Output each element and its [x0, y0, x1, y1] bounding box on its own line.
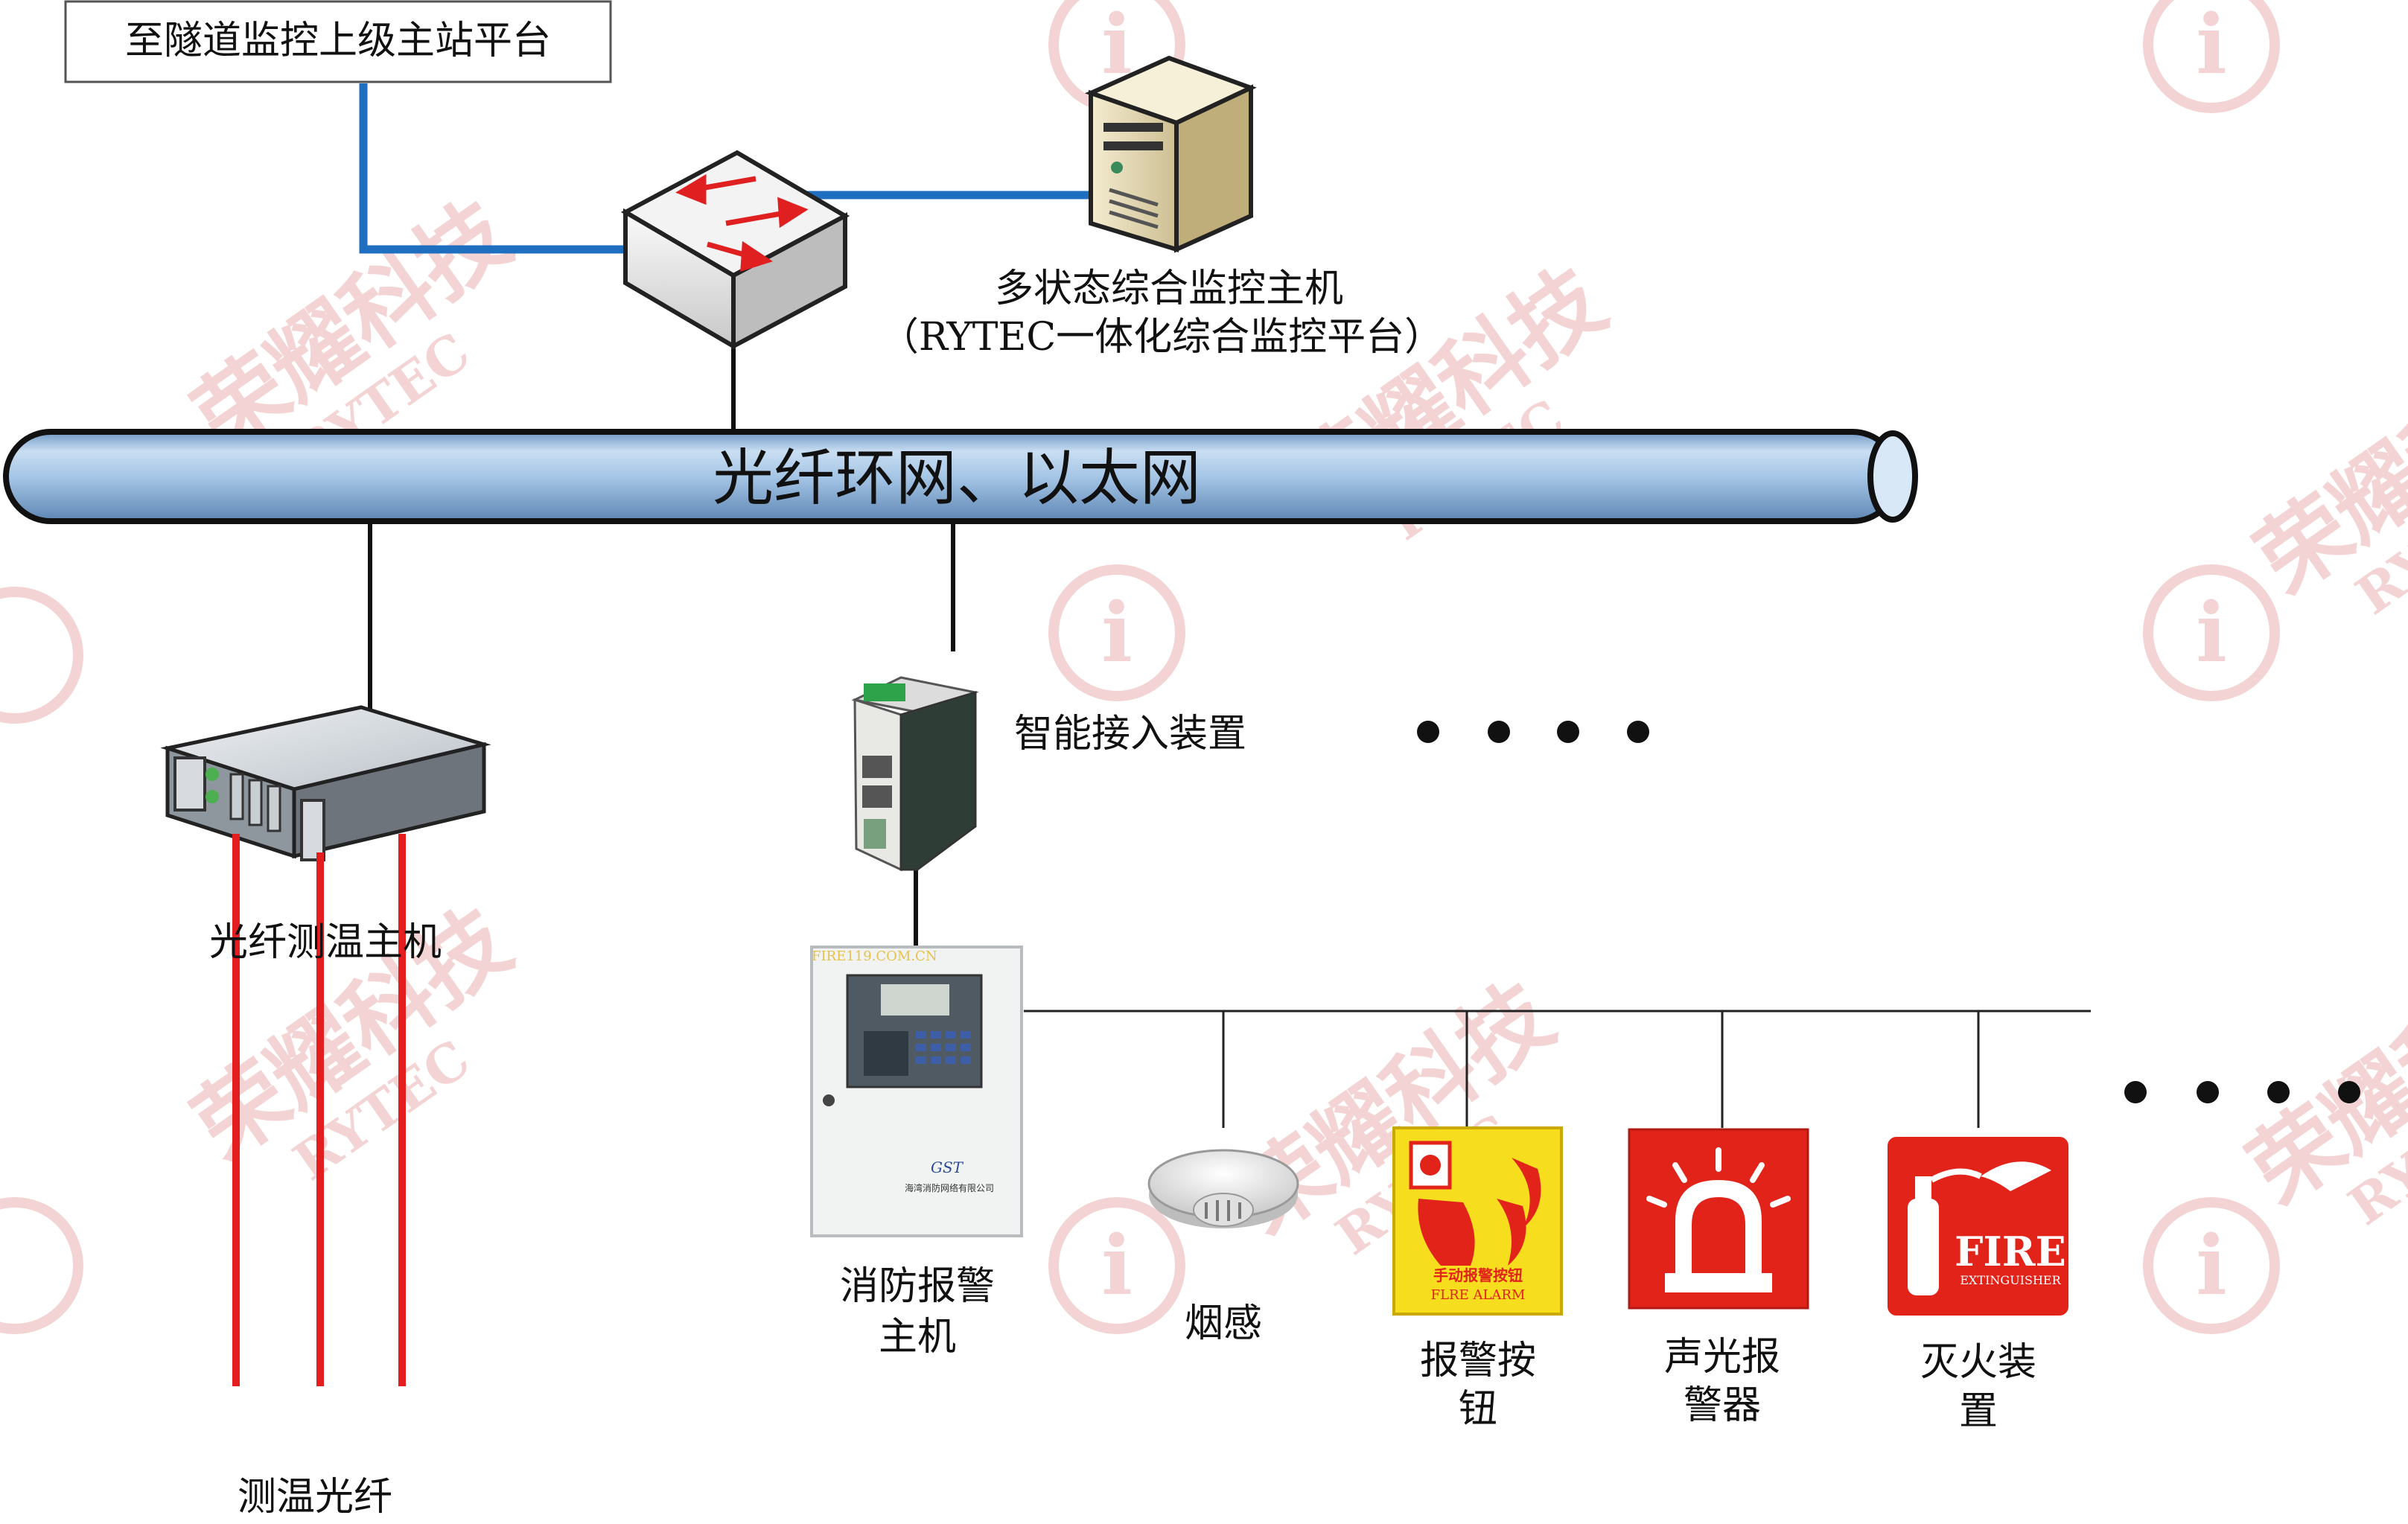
temp-fiber-red-lines: [232, 834, 406, 1386]
fiber-temp-host-icon: [160, 705, 491, 861]
svg-text:i: i: [1101, 584, 1133, 680]
uplink-line: [359, 83, 625, 254]
alarm-button-label-2: 钮: [1459, 1387, 1497, 1432]
svg-text:i: i: [2196, 0, 2227, 92]
temp-fiber-label: 测温光纤: [238, 1475, 392, 1520]
alarm-button-sign-icon: 手动报警按钮 FLRE ALARM: [1392, 1126, 1563, 1316]
network-connector-lines: [368, 342, 955, 946]
server-host-icon: [1084, 55, 1257, 253]
uplink-blue-lines: [359, 83, 1098, 254]
sound-light-alarm-label-2: 警器: [1684, 1383, 1761, 1428]
smoke-detector-icon: [1147, 1149, 1299, 1228]
extinguisher-label: 灭火装: [1920, 1340, 2036, 1385]
sound-light-alarm-label: 声光报: [1664, 1335, 1780, 1380]
button-sign-en-text: FLRE ALARM: [1431, 1287, 1526, 1303]
network-switch-icon: [620, 150, 850, 351]
ellipsis-dots-top: [1417, 721, 1649, 743]
button-sign-cn-text: 手动报警按钮: [1433, 1266, 1523, 1284]
fiber-temp-host-label: 光纤测温主机: [209, 920, 442, 965]
access-device-icon: [851, 676, 979, 872]
extinguisher-label-2: 置: [1959, 1389, 1998, 1434]
svg-text:i: i: [2196, 584, 2227, 680]
fire-extinguisher-sign-icon: FIRE EXTINGUISHER: [1888, 1137, 2068, 1316]
fiber-ring-network-pipe: 光纤环网、以太网: [3, 429, 1918, 524]
access-device-label: 智能接入装置: [1014, 712, 1246, 756]
alarm-bus-lines: [1024, 1010, 2091, 1128]
network-label: 光纤环网、以太网: [713, 443, 1201, 514]
panel-site-text: FIRE119.COM.CN: [812, 948, 937, 964]
sound-light-alarm-sign-icon: [1628, 1128, 1809, 1310]
watermark-text: 荣耀科技 RYTEC: [2238, 322, 2408, 627]
panel-company-text: 海湾消防网络有限公司: [905, 1182, 994, 1193]
panel-brand-text: GST: [931, 1158, 964, 1176]
upper-platform-label: 至隧道监控上级主站平台: [125, 19, 551, 63]
fire-alarm-host-label: 消防报警: [840, 1264, 995, 1309]
extinguisher-text: EXTINGUISHER: [1960, 1273, 2061, 1287]
fire-alarm-host-label-2: 主机: [879, 1315, 956, 1359]
smoke-label: 烟感: [1185, 1301, 1262, 1346]
upper-platform-box: 至隧道监控上级主站平台: [64, 0, 612, 83]
fire-alarm-host-icon: FIRE119.COM.CN GST 海湾消防网络有限公司: [810, 946, 1023, 1237]
host-label: 多状态综合监控主机: [995, 267, 1343, 311]
fire-text: FIRE: [1955, 1228, 2066, 1275]
watermark-logo-letter: i i i i i i: [1101, 0, 2227, 1313]
watermark-logo-icon: [0, 0, 2280, 1334]
svg-text:i: i: [2196, 1217, 2227, 1313]
svg-text:i: i: [1101, 1217, 1133, 1313]
host-platform-label: （RYTEC一体化综合监控平台）: [880, 315, 1443, 360]
ellipsis-dots-bottom: [2124, 1081, 2360, 1103]
alarm-button-label: 报警按: [1420, 1339, 1536, 1383]
